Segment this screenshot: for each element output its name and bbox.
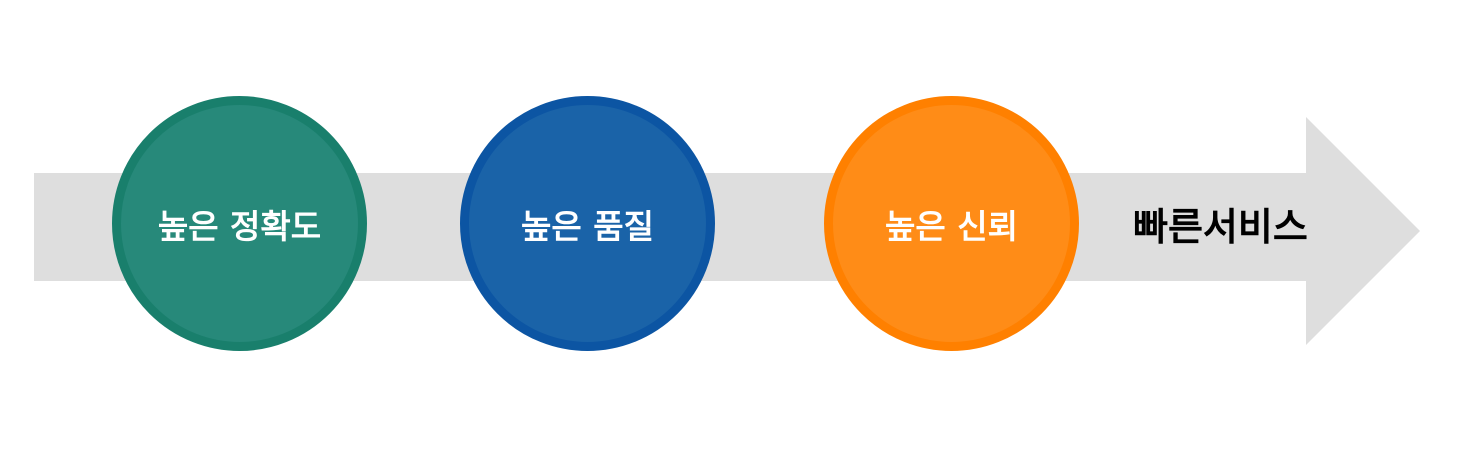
step-label-quality: 높은 품질: [521, 206, 654, 246]
result-label: 빠른서비스: [1133, 205, 1308, 249]
step-circle-accuracy: 높은 정확도: [112, 96, 367, 351]
step-label-trust: 높은 신뢰: [885, 206, 1018, 246]
arrow-shape: [34, 117, 1420, 345]
step-label-accuracy: 높은 정확도: [157, 206, 322, 246]
step-circle-quality: 높은 품질: [460, 96, 715, 351]
step-circle-trust: 높은 신뢰: [824, 96, 1079, 351]
